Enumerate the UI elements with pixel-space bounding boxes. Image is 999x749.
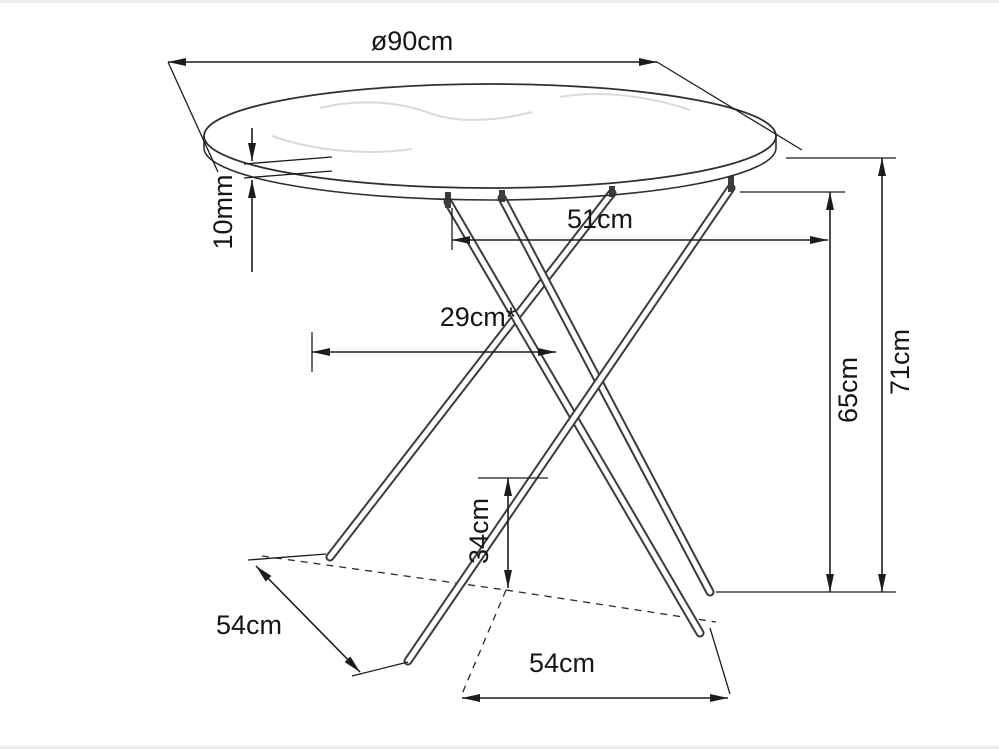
table-leg-back-right [497, 193, 715, 597]
dimension-cross-height: 34cm [464, 477, 548, 588]
table-leg-front-left [403, 183, 736, 666]
extension-line [709, 627, 731, 695]
extension-line [167, 61, 219, 173]
table-leg-back-left [325, 188, 617, 562]
marble-vein [559, 93, 691, 111]
table-legs [325, 183, 736, 666]
dimension-underside-height: 65cm [716, 191, 896, 593]
tabletop [203, 83, 777, 201]
marble-vein [271, 135, 413, 153]
floor-dash-right [505, 589, 717, 623]
dimension-thickness: 10mm [208, 128, 333, 272]
extension-line [243, 156, 333, 165]
extension-line [351, 661, 409, 677]
tabletop-rim [203, 136, 777, 201]
dimension-label-base-front: 54cm [529, 648, 595, 678]
extension-line [247, 553, 327, 561]
dimension-base-side: 54cm [216, 553, 409, 677]
frame-top-border [0, 0, 999, 3]
dimension-label-total-height: 71cm [885, 329, 915, 395]
tabletop-surface [203, 83, 777, 189]
marble-veins [271, 93, 691, 153]
dimension-label-diameter: ø90cm [371, 26, 454, 56]
dimension-diameter: ø90cm [167, 26, 803, 173]
dimension-label-cross-height: 34cm [464, 498, 494, 564]
dimension-base-front: 54cm [462, 627, 731, 702]
dimension-total-height: 71cm [786, 157, 915, 592]
floor-dashed-lines [261, 555, 717, 695]
floor-dash-front [461, 589, 507, 695]
extension-line [243, 170, 333, 179]
floor-dash-left [261, 555, 507, 591]
dimension-label-mount-span: 51cm [567, 204, 633, 234]
dimension-label-center-offset: 29cm* [440, 302, 517, 332]
dimension-label-base-side: 54cm [216, 610, 282, 640]
dimension-center-offset: 29cm* [311, 302, 556, 372]
dimension-mount-span: 51cm [451, 204, 828, 250]
dimension-label-thickness: 10mm [208, 174, 238, 249]
dimension-label-underside-height: 65cm [833, 357, 863, 423]
table-drawing [203, 83, 777, 695]
marble-vein [319, 101, 533, 121]
dimension-line [255, 565, 361, 673]
extension-line [656, 61, 803, 151]
frame-bottom-border [0, 746, 999, 749]
